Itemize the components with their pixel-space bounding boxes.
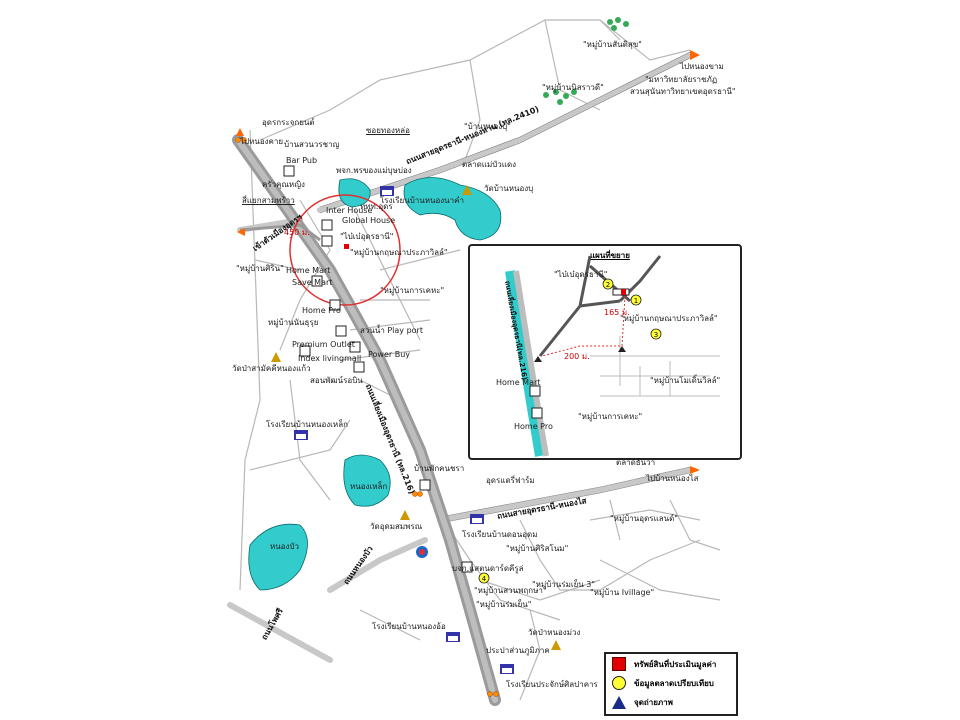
label-home-mart: Home Mart xyxy=(286,266,331,275)
label-udon-tv: ททท.อุดร xyxy=(360,202,393,211)
tree-icons xyxy=(543,17,629,105)
label-son-pat: สอนพัฒน์รอบิน xyxy=(310,376,363,385)
label-ban-ivillage: "หมู่บ้าน Ivillage" xyxy=(590,588,655,597)
label-ban-pak-chara: บ้านพักคนชรา xyxy=(414,464,465,473)
inset-canvas: 2 1 3 xyxy=(505,255,720,457)
label-school-nong-lek: โรงเรียนบ้านหนองเหล็ก xyxy=(266,420,348,429)
lakes xyxy=(248,177,502,591)
label-ban-suan-chana: บ้านสวนวรชาญ xyxy=(284,140,340,149)
distance-line xyxy=(289,214,301,239)
legend-row-appraised: ทรัพย์สินที่ประเมินมูลค่า xyxy=(612,656,716,672)
label-to-nong-khai: ไปหนองคาย xyxy=(240,137,284,146)
label-nong-lek: หนองเหล็ก xyxy=(350,482,388,491)
label-to-nong-kham: ไปหนองขาม xyxy=(680,62,724,71)
label-school-prachak: โรงเรียนประจักษ์ศิลปาคาร xyxy=(506,680,598,689)
inset-dist-200: 200 ม. xyxy=(564,352,590,361)
yellow-circle-icon xyxy=(612,676,626,690)
label-ban-sirisombat: "หมู่บ้านศิริสโนม" xyxy=(506,544,569,553)
label-ban-san-suk: "หมู่บ้านสันติสุข" xyxy=(583,40,642,49)
label-bar-pub: Bar Pub xyxy=(286,156,318,165)
subject-marker xyxy=(344,244,349,249)
label-pharm-kong: พจก.พรของแม่บุษบ่อง xyxy=(336,166,412,175)
inset-home-pro: Home Pro xyxy=(514,422,553,431)
inset-ban-karaket: "หมู่บ้านการเคหะ" xyxy=(578,412,643,421)
inset-marker-2: 2 xyxy=(606,281,610,289)
comparable-4-marker xyxy=(478,572,490,584)
label-dist-450: 450 ม. xyxy=(284,228,310,237)
radius-circle xyxy=(289,194,401,306)
minor-roads xyxy=(239,19,721,701)
label-talad-thanwa: ตลาดธันวา xyxy=(616,458,656,467)
label-global-house: Global House xyxy=(342,216,396,225)
label-udon-chumphon: อุดรกระจกยนต์ xyxy=(262,118,315,127)
label-nong-bua: หนองบัว xyxy=(270,542,300,551)
label-premium-outlet: Premium Outlet xyxy=(292,340,355,349)
label-ban-srin: "หมู่บ้านศิริน" xyxy=(236,264,284,273)
road-markers xyxy=(235,137,499,697)
label-bor-kor: บจก.แสตนดาร์ดคีรูล่ xyxy=(452,564,524,573)
legend-row-comparable: ข้อมูลตลาดเปรียบเทียบ xyxy=(612,675,714,691)
inset-title: แผนที่ขยาย xyxy=(590,251,630,260)
label-wat-nong-bu: วัดบ้านหนองบุ xyxy=(484,184,534,193)
inset-ban-modern: "หมู่บ้านโมเดิ้นวิลล์" xyxy=(650,376,721,385)
label-ban-udon-land: "หมู่บ้านอุดรแลนด์" xyxy=(610,514,678,523)
inset-home-mart: Home Mart xyxy=(496,378,541,387)
label-rajabhat2: สวนสุนันทาวิทยาเขตอุดรธานี" xyxy=(630,87,736,96)
label-play-port: สวนน้ำ Play port xyxy=(360,326,423,335)
label-ban-suan: "หมู่บ้านสวนพฤกษา" xyxy=(474,586,547,595)
inset-marker-1: 1 xyxy=(634,297,638,305)
label-sea-man: สี่แยกสามพร้าว xyxy=(242,196,295,205)
label-ban-nan-ruay: หมู่บ้านนันธุรุย xyxy=(268,318,319,327)
label-ban-nissara: "หมู่บ้านนิสราวดี" xyxy=(542,83,604,92)
label-to-nong-sai: ไปบ้านหนองไส xyxy=(646,474,699,483)
inset-ban-kunpha: "หมู่บ้านกฤษณาประภาวิลล์" xyxy=(620,314,718,323)
label-ban-karaket: "หมู่บ้านการเคหะ" xyxy=(380,286,445,295)
temple-icons xyxy=(271,185,561,650)
legend-appraised-label: ทรัพย์สินที่ประเมินมูลค่า xyxy=(634,659,717,669)
label-ban-rom-yen: "หมู่บ้านร่มเย็น" xyxy=(476,600,532,609)
connector-road xyxy=(239,223,321,242)
building-icons xyxy=(283,165,473,573)
legend-row-photo: จุดถ่ายภาพ xyxy=(612,694,673,710)
label-rajabhat: "มหาวิทยาลัยราชภัฏ xyxy=(645,75,718,84)
label-school-nong-oi: โรงเรียนบ้านหนองอ้อ xyxy=(372,622,446,631)
label-pracha: ประปาส่วนภูมิภาค xyxy=(486,646,550,655)
label-index: Index livingmall xyxy=(298,354,362,363)
school-icons xyxy=(294,186,514,674)
gas-station-icon xyxy=(416,546,428,558)
label-udon-dee: อุดรแดรี่ฟาร์ม xyxy=(486,476,535,485)
label-wat-sam: วัดป่าสามัคคีหนองแก้ว xyxy=(232,364,311,373)
label-wat-udom: วัดอุดมสมพรณ xyxy=(370,522,423,531)
inset-marker-3: 3 xyxy=(654,331,658,339)
label-save-mart: Save Mart xyxy=(292,278,333,287)
legend-comparable-label: ข้อมูลตลาดเปรียบเทียบ xyxy=(634,678,714,688)
label-home-pro: Home Pro xyxy=(302,306,341,315)
label-school-don: โรงเรียนบ้านดอนอุดม xyxy=(462,530,538,539)
inset-big-udon: "ไบ๋เบ๋อุดรธานี" xyxy=(554,270,608,279)
comparable-4-number: 4 xyxy=(482,575,487,583)
label-ban-nong-bu: "บ้านหนองบุ" xyxy=(464,122,511,131)
highway-216-center xyxy=(235,137,498,703)
label-school-nong-na: โรงเรียนบ้านหนองนาคำ xyxy=(380,196,464,205)
label-soi-thong-lor: ซอยทองหล่อ xyxy=(366,126,410,135)
label-big-udon: "ไบ๋เบ๋อุดรธานี" xyxy=(340,232,394,241)
direction-arrows xyxy=(236,50,700,474)
inset-dist-165: 165 ม. xyxy=(604,308,630,317)
label-talad-mae: ตลาดแม่บัวแดง xyxy=(462,160,517,169)
label-power-buy: Power Buy xyxy=(368,350,411,359)
label-inter-house: Inter House xyxy=(326,206,373,215)
legend: ทรัพย์สินที่ประเมินมูลค่า ข้อมูลตลาดเปรี… xyxy=(604,652,738,716)
photo-point-icon xyxy=(612,695,626,709)
label-krua-koon: ครัวคุณหญิง xyxy=(262,180,305,189)
label-ban-kunpha: "หมู่บ้านกฤษณาประภาวิลล์" xyxy=(350,248,448,257)
red-square-icon xyxy=(612,657,626,671)
inset-map: แผนที่ขยาย 2 1 3 "ไบ๋เบ๋อุดรธานี" "หมู่บ… xyxy=(468,244,742,460)
label-ban-rom-yen3: "หมู่บ้านร่มเย็น 3" xyxy=(532,580,596,589)
label-wat-nong-muang: วัดป่าหนองม่วง xyxy=(528,628,581,637)
legend-photo-label: จุดถ่ายภาพ xyxy=(634,697,673,707)
